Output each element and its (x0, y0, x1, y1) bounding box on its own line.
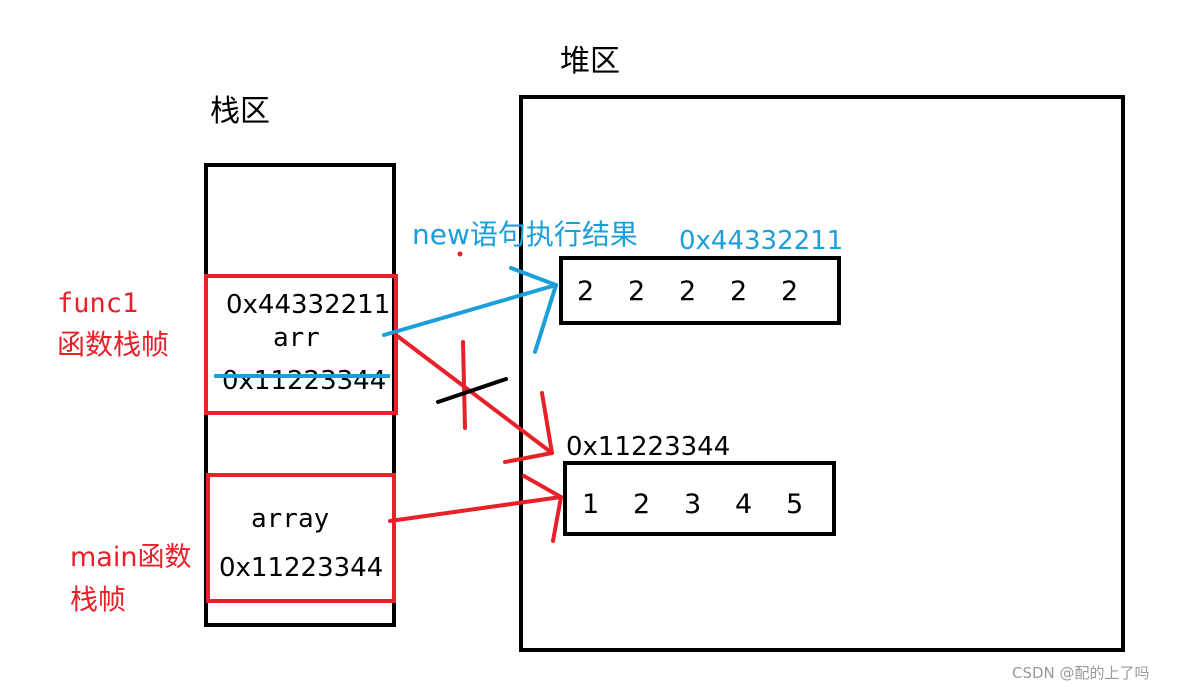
old-array-value: 4 (735, 489, 752, 520)
watermark: CSDN @配的上了吗 (1012, 664, 1150, 682)
old-array-value: 2 (633, 489, 650, 520)
main-addr: 0x11223344 (219, 553, 383, 583)
old-array-box (563, 461, 836, 536)
main-frame-label-1: main函数 (70, 542, 191, 573)
cut-mark-red (461, 340, 467, 430)
cut-mark-black (436, 377, 508, 404)
new-array-value: 2 (730, 276, 747, 307)
new-array-value: 2 (577, 276, 594, 307)
new-array-values: 2 2 2 2 2 (577, 276, 798, 307)
old-array-value: 5 (786, 489, 803, 520)
func1-addr-new: 0x44332211 (226, 290, 390, 320)
func1-var-arr: arr (273, 323, 320, 353)
main-frame-label-2: 栈帧 (70, 583, 126, 616)
heap-region (519, 95, 1125, 652)
old-array-value: 3 (684, 489, 701, 520)
new-array-box (559, 256, 841, 325)
main-frame (206, 473, 396, 603)
func1-addr-old: 0x11223344 (222, 366, 386, 396)
old-array-values: 1 2 3 4 5 (582, 489, 803, 520)
new-array-value: 2 (679, 276, 696, 307)
stray-dot (457, 251, 463, 257)
func1-frame-label-2: 函数栈帧 (57, 328, 169, 361)
blue-arrow (382, 266, 558, 354)
heap-label: 堆区 (560, 44, 620, 79)
stack-label: 栈区 (210, 94, 270, 129)
func1-frame (204, 274, 398, 415)
red-arrow-cut (394, 333, 554, 464)
new-result-label: new语句执行结果 (412, 218, 638, 251)
func1-frame-label-1: func1 (57, 288, 138, 319)
new-array-addr: 0x44332211 (679, 226, 843, 256)
new-array-value: 2 (781, 276, 798, 307)
red-arrow-main (388, 474, 563, 543)
new-array-value: 2 (628, 276, 645, 307)
old-array-addr: 0x11223344 (566, 432, 730, 462)
main-var-array: array (251, 504, 329, 534)
old-array-value: 1 (582, 489, 599, 520)
